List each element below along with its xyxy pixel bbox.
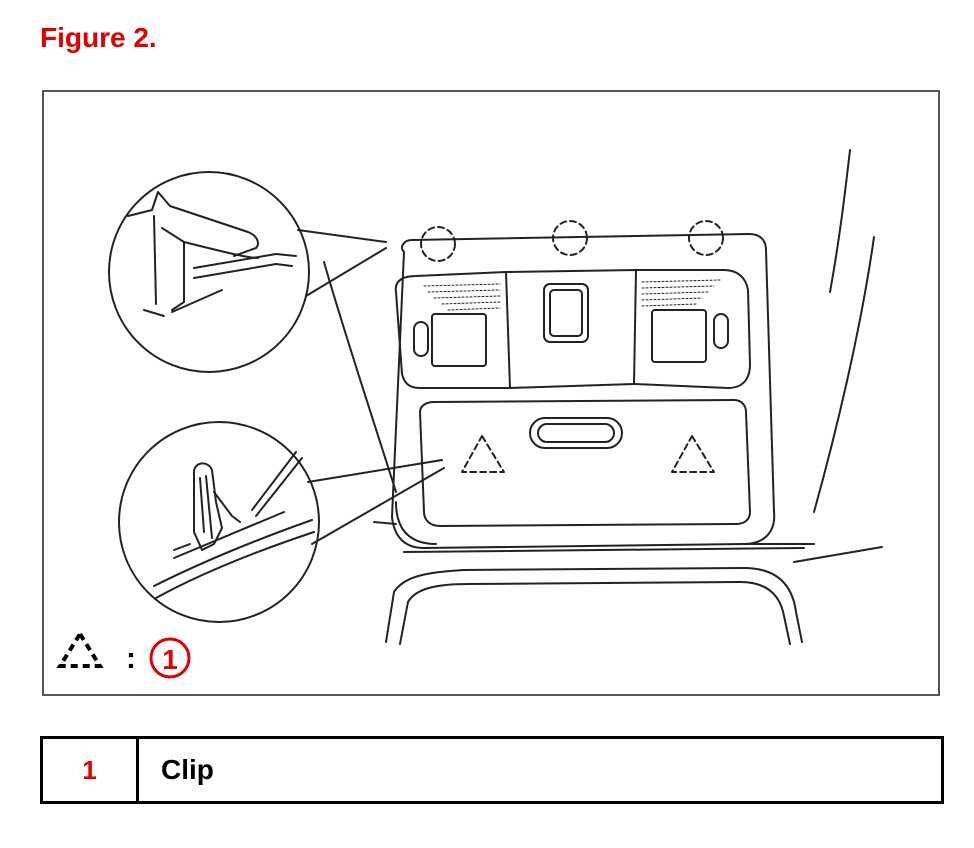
clip-detail-bubble [118, 421, 445, 623]
legend-table: 1 Clip [40, 736, 944, 804]
legend-label: Clip [161, 754, 214, 785]
lower-lamp-panel [419, 399, 751, 527]
lamp-grille-texture [423, 279, 721, 311]
legend-number: 1 [43, 739, 139, 801]
callout-separator: : [126, 642, 136, 675]
upper-lamp-unit [394, 269, 751, 389]
clip-marker-triangles [461, 435, 715, 473]
dashed-triangle-icon [56, 630, 104, 668]
console-housing [391, 233, 815, 553]
figure-title: Figure 2. [40, 22, 157, 53]
mirror-mount-outline [385, 567, 803, 645]
circled-number-icon: 1 [149, 637, 191, 679]
callout-number: 1 [162, 644, 178, 675]
claw-detail-bubble [108, 171, 387, 373]
overhead-console-diagram: : 1 [56, 149, 883, 679]
claw-marker-circles [420, 220, 724, 262]
headliner-edge-lines [323, 149, 883, 563]
diagram-frame: : 1 [42, 90, 940, 696]
